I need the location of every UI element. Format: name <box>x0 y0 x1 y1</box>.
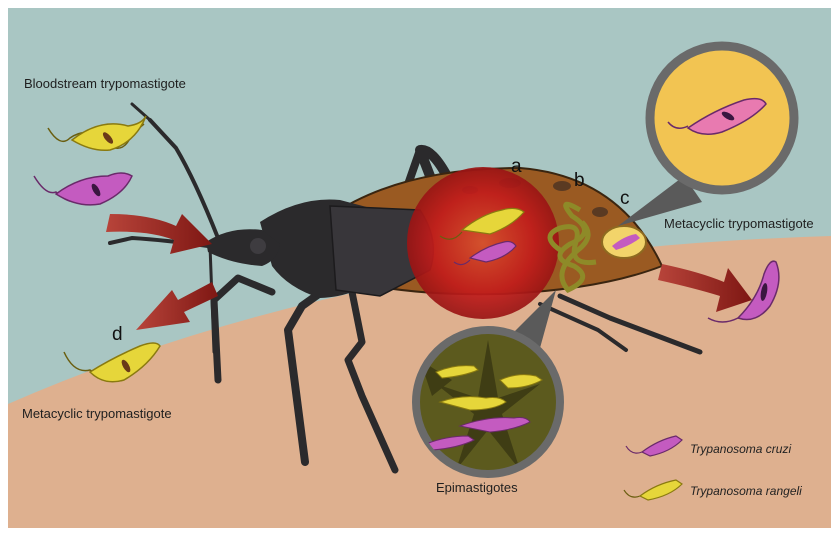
gut-region <box>407 167 559 319</box>
label-metacyclic-right: Metacyclic trypomastigote <box>664 216 814 231</box>
legend-label-rangeli: Trypanosoma rangeli <box>690 484 802 498</box>
label-bloodstream-trypomastigote: Bloodstream trypomastigote <box>24 76 186 91</box>
letter-b: b <box>574 170 585 192</box>
label-epimastigotes: Epimastigotes <box>436 480 518 495</box>
letter-d: d <box>112 324 123 346</box>
letter-c: c <box>620 188 630 210</box>
legend-label-cruzi: Trypanosoma cruzi <box>690 442 791 456</box>
letter-a: a <box>511 156 522 178</box>
bug-eye <box>250 238 266 254</box>
label-metacyclic-left: Metacyclic trypomastigote <box>22 406 172 421</box>
